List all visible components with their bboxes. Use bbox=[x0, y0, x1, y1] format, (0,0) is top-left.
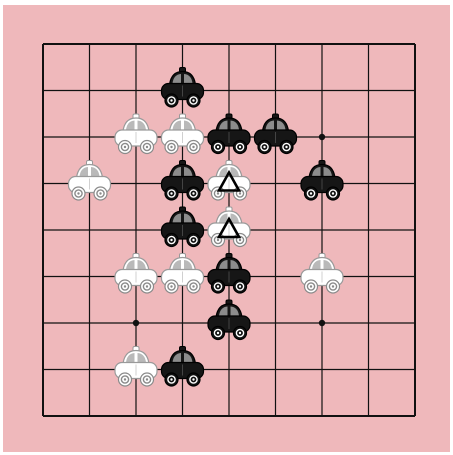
pieces-layer bbox=[69, 68, 344, 387]
star-point bbox=[319, 320, 325, 326]
star-point bbox=[133, 320, 139, 326]
star-point bbox=[319, 134, 325, 140]
